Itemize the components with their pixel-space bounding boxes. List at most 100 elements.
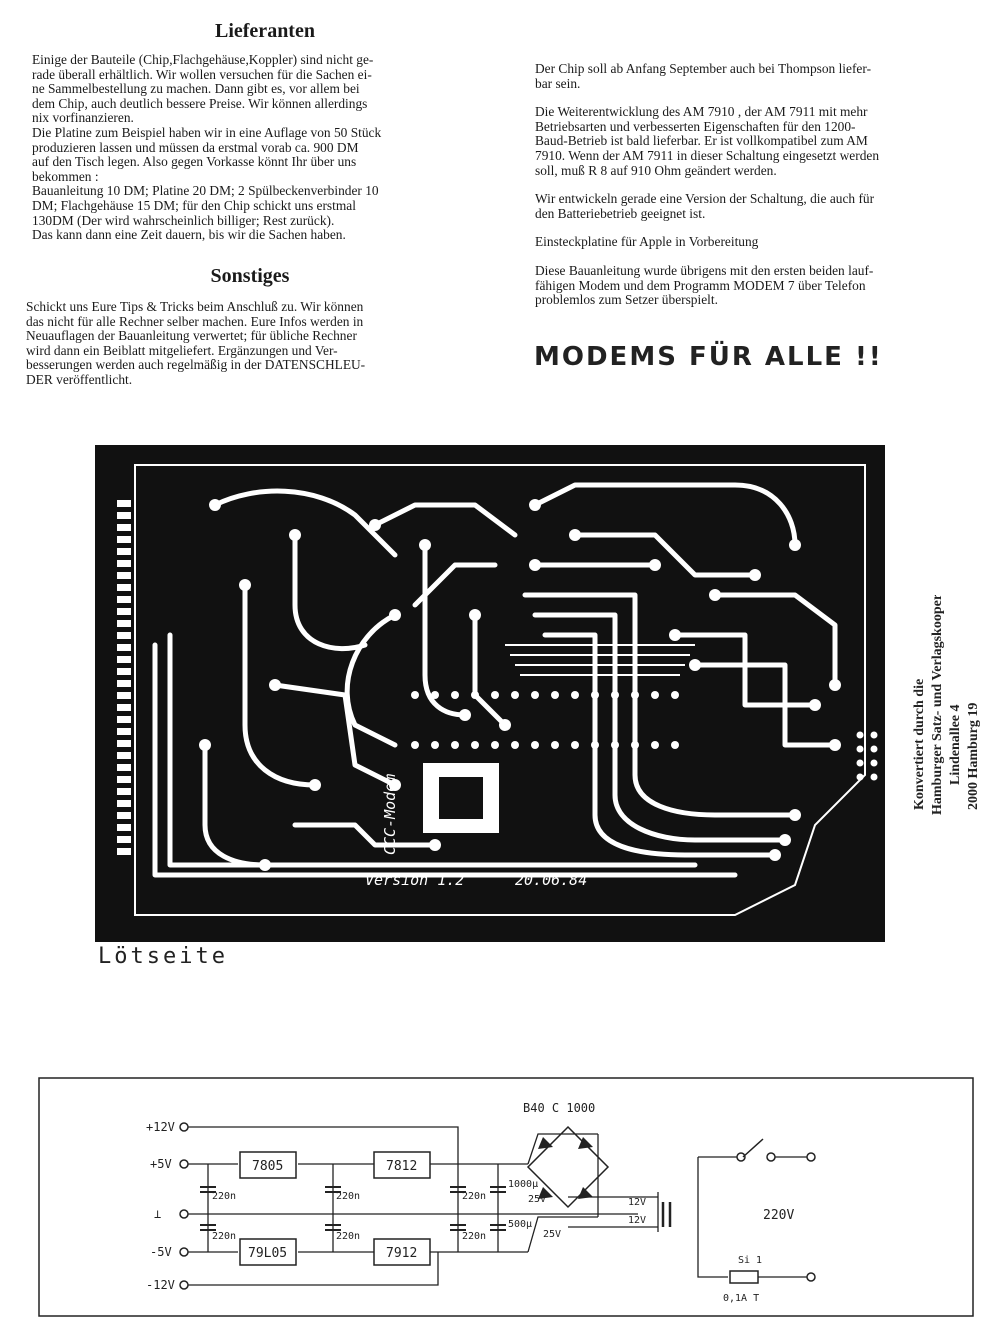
- header-pad: [856, 759, 864, 767]
- side-credit: Konvertiert durch die Hamburger Satz- un…: [912, 595, 981, 815]
- cap-2: 220n: [336, 1191, 360, 1202]
- rail-plus12: +12V: [146, 1120, 175, 1134]
- edge-connector-pin: [117, 632, 131, 639]
- right-line: problemlos zum Setzer überspielt.: [535, 292, 718, 308]
- misc-line: besserungen werden auch regelmäßig in de…: [26, 357, 366, 373]
- fuse-rating: 0,1A T: [723, 1293, 759, 1304]
- power-supply-schematic: +12V +5V ⊥ -5V -12V 7805 7812 79L05 7912: [38, 1077, 974, 1317]
- edge-connector-pin: [117, 728, 131, 735]
- suppliers-line: nix vorfinanzieren.: [32, 110, 134, 126]
- ic-pad: [411, 741, 419, 749]
- pcb-caption: Lötseite: [98, 944, 228, 969]
- misc-line: DER veröffentlicht.: [26, 371, 133, 387]
- right-paragraph: Die Weiterentwicklung des AM 7910 , der …: [535, 105, 965, 178]
- header-pad: [870, 759, 878, 767]
- misc-line: wird dann ein Beiblatt mitgeliefert. Erg…: [26, 342, 338, 358]
- rail-minus12: -12V: [146, 1278, 175, 1292]
- right-paragraph: Der Chip soll ab Anfang September auch b…: [535, 61, 965, 91]
- suppliers-line: dem Chip, auch deutlich bessere Preise. …: [32, 95, 368, 111]
- right-line: fähigen Modem und dem Programm MODEM 7 ü…: [535, 277, 866, 293]
- ic-pad: [471, 691, 479, 699]
- ic-pad: [631, 691, 639, 699]
- ic-pad: [511, 691, 519, 699]
- header-pad: [856, 731, 864, 739]
- suppliers-text: Einige der Bauteile (Chip,Flachgehäuse,K…: [32, 52, 462, 243]
- reg-7812: 7812: [386, 1159, 417, 1174]
- edge-connector-pin: [117, 764, 131, 771]
- trafo-sec-2: 12V: [628, 1215, 646, 1226]
- rail-minus5: -5V: [150, 1245, 172, 1259]
- edge-connector-pin: [117, 704, 131, 711]
- bridge-label: B40 C 1000: [523, 1101, 595, 1115]
- ic-pad: [611, 691, 619, 699]
- right-column-text: Der Chip soll ab Anfang September auch b…: [535, 61, 965, 322]
- edge-connector-pin: [117, 656, 131, 663]
- reg-79l05: 79L05: [248, 1246, 287, 1261]
- header-pad: [870, 745, 878, 753]
- suppliers-line: produzieren lassen und müssen da erstmal…: [32, 139, 359, 155]
- right-paragraph: Diese Bauanleitung wurde übrigens mit de…: [535, 262, 965, 308]
- ic-pad: [451, 691, 459, 699]
- pcb-solder-side: Version 1.2 20.06.84 CCC-Modem: [95, 445, 885, 942]
- credit-line-2: Hamburger Satz- und Verlagskooperative: [930, 595, 945, 815]
- header-pad: [856, 745, 864, 753]
- ic-pad: [531, 691, 539, 699]
- pcb-board-label: CCC-Modem: [381, 774, 399, 855]
- edge-connector-pin: [117, 596, 131, 603]
- suppliers-line: Das kann dann eine Zeit dauern, bis wir …: [32, 227, 346, 243]
- header-pad: [856, 773, 864, 781]
- ic-pad: [551, 741, 559, 749]
- ic-pad: [551, 691, 559, 699]
- suppliers-line: Bauanleitung 10 DM; Platine 20 DM; 2 Spü…: [32, 183, 379, 199]
- edge-connector-pin: [117, 836, 131, 843]
- pcb-date: 20.06.84: [515, 871, 587, 889]
- edge-connector-pin: [117, 524, 131, 531]
- rail-ground: ⊥: [154, 1207, 161, 1221]
- header-pad: [870, 773, 878, 781]
- edge-connector-pin: [117, 560, 131, 567]
- edge-connector-pin: [117, 536, 131, 543]
- reg-7805: 7805: [252, 1159, 283, 1174]
- edge-connector-pin: [117, 572, 131, 579]
- right-line: soll, muß R 8 auf 910 Ohm geändert werde…: [535, 162, 777, 178]
- edge-connector-pin: [117, 620, 131, 627]
- suppliers-line: bekommen :: [32, 168, 99, 184]
- ic-pad: [571, 691, 579, 699]
- fuse-label: Si 1: [738, 1255, 762, 1266]
- suppliers-line: auf den Tisch legen. Also gegen Vorkasse…: [32, 154, 357, 170]
- ic-pad: [651, 741, 659, 749]
- heading-misc: Sonstiges: [210, 265, 290, 287]
- edge-connector-pin: [117, 716, 131, 723]
- right-line: Betriebsarten und verbesserten Eigenscha…: [535, 118, 856, 134]
- trafo-sec-1: 12V: [628, 1197, 646, 1208]
- right-line: Baud-Betrieb ist bald lieferbar. Er ist …: [535, 133, 868, 149]
- cap-voltage-1: 25V: [528, 1194, 546, 1205]
- ic-pad: [491, 691, 499, 699]
- cap-5: 220n: [336, 1231, 360, 1242]
- right-line: bar sein.: [535, 75, 581, 91]
- right-line: Der Chip soll ab Anfang September auch b…: [535, 61, 872, 76]
- suppliers-line: rade überall erhältlich. Wir wollen vers…: [32, 66, 372, 82]
- misc-line: das nicht für alle Rechner selber machen…: [26, 313, 364, 329]
- suppliers-line: Einige der Bauteile (Chip,Flachgehäuse,K…: [32, 52, 374, 67]
- ic-pad: [491, 741, 499, 749]
- edge-connector-pin: [117, 776, 131, 783]
- edge-connector-pin: [117, 680, 131, 687]
- edge-connector-pin: [117, 752, 131, 759]
- cap-3: 220n: [462, 1191, 486, 1202]
- edge-connector-pin: [117, 824, 131, 831]
- ic-pad: [431, 691, 439, 699]
- suppliers-line: 130DM (Der wird wahrscheinlich billiger;…: [32, 212, 335, 228]
- edge-connector-pin: [117, 548, 131, 555]
- cap-4: 220n: [212, 1231, 236, 1242]
- credit-line-1: Konvertiert durch die: [912, 679, 927, 810]
- ic-pad: [431, 741, 439, 749]
- right-line: Diese Bauanleitung wurde übrigens mit de…: [535, 262, 874, 278]
- reg-7912: 7912: [386, 1246, 417, 1261]
- cap-1: 220n: [212, 1191, 236, 1202]
- edge-connector-pin: [117, 788, 131, 795]
- ic-pad: [571, 741, 579, 749]
- edge-connector-pin: [117, 500, 131, 507]
- rail-plus5: +5V: [150, 1157, 172, 1171]
- right-paragraph: Wir entwickeln gerade eine Version der S…: [535, 192, 965, 221]
